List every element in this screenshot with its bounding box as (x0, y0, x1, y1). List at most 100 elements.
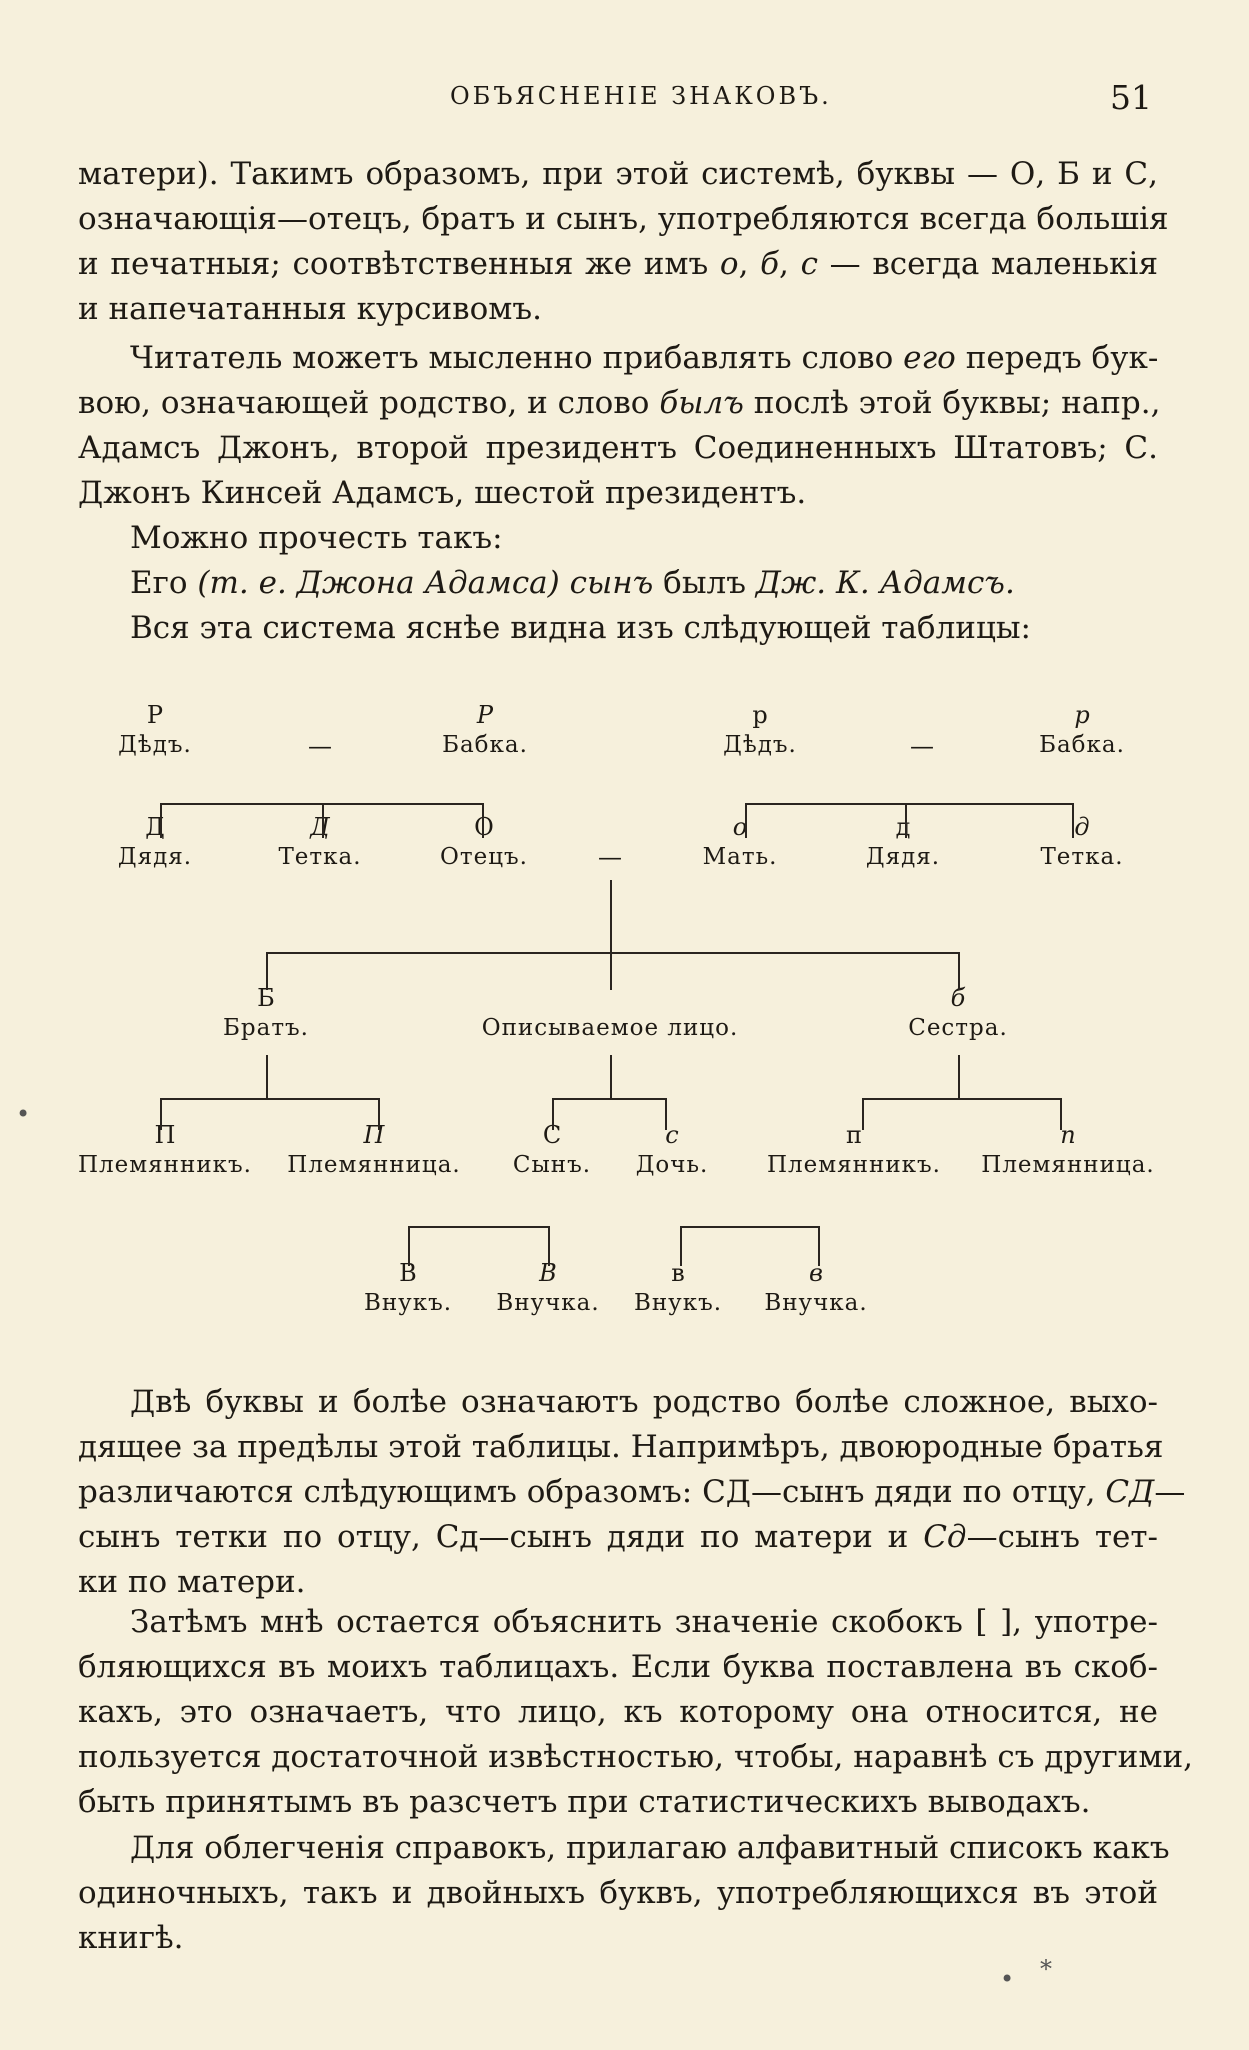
node-label: Внучка. (764, 1290, 868, 1316)
node-letter: п (1060, 1121, 1076, 1149)
node-letter: П (154, 1121, 176, 1149)
margin-dot-mark: • (16, 1100, 31, 1128)
tree-line (905, 803, 907, 838)
node-nephew-b: П Племянникъ. (78, 1120, 252, 1180)
node-letter: б (950, 984, 966, 1012)
text-line: быть принятымъ въ разсчетъ при статистич… (78, 1784, 1091, 1820)
italic-term: б (760, 246, 780, 282)
tree-line (548, 1226, 550, 1266)
tree-line (680, 1226, 682, 1266)
text-line: Читатель можетъ мысленно прибавлять слов… (78, 336, 1158, 381)
text-line: различаются слѣдующимъ образомъ: СД—сынъ… (78, 1470, 1185, 1515)
tree-line (862, 1098, 1060, 1100)
node-label: Описываемое лицо. (481, 1015, 739, 1041)
node-label: Сынъ. (512, 1152, 592, 1178)
marriage-dash: — (308, 732, 332, 760)
tree-line (266, 952, 268, 990)
text-line: сынъ тетки по отцу, Сд—сынъ дяди по мате… (78, 1515, 1158, 1560)
marriage-dash: — (910, 732, 934, 760)
italic-term: СД (1105, 1474, 1155, 1510)
node-label: Бабка. (1039, 732, 1125, 758)
tree-line (160, 1098, 162, 1130)
tree-line (322, 803, 324, 838)
tree-line (266, 952, 958, 954)
italic-term: (т. е. Джона Адамса) сынъ (187, 565, 664, 601)
node-label: Племянникъ. (78, 1152, 252, 1178)
tree-line (408, 1226, 548, 1228)
tree-line (408, 1226, 410, 1266)
node-label: Племянникъ. (767, 1152, 941, 1178)
text-run: Его (130, 565, 188, 601)
text-line: Джонъ Кинсей Адамсъ, шестой президентъ. (78, 475, 807, 511)
node-label: Дѣдъ. (723, 732, 797, 758)
text-line: одиночныхъ, такъ и двойныхъ буквъ, употр… (78, 1875, 1158, 1911)
node-letter: о (732, 813, 748, 841)
node-letter: С (542, 1121, 562, 1149)
running-header: ОБЪЯСНЕНІЕ ЗНАКОВЪ. 51 (0, 78, 1249, 118)
node-letter: Б (257, 984, 275, 1012)
text-run: Читатель можетъ мысленно прибавлять слов… (130, 340, 904, 376)
tree-line (610, 1055, 612, 1098)
tree-line (610, 880, 612, 952)
paragraph-table-intro: Вся эта система яснѣе видна изъ слѣдующе… (130, 610, 1031, 646)
text-line: вою, означающей родство, и слово былъ по… (78, 381, 1161, 426)
node-letter: Д (310, 813, 330, 841)
tree-line (552, 1098, 665, 1100)
text-line: бляющихся въ моихъ таблицахъ. Если буква… (78, 1649, 1158, 1685)
asterisk-mark: * (1040, 1955, 1052, 1983)
tree-line (862, 1098, 864, 1130)
node-label: Тетка. (278, 844, 362, 870)
paragraph-3: Двѣ буквы и болѣе означаютъ родство болѣ… (78, 1380, 1185, 1605)
italic-term: с (800, 246, 818, 282)
node-label: Племянница. (981, 1152, 1155, 1178)
node-letter: О (474, 813, 494, 841)
italic-term: его (903, 340, 956, 376)
tree-line (1072, 803, 1074, 838)
text-line: Для облегченія справокъ, прилагаю алфави… (130, 1830, 1170, 1866)
text-run: — (1154, 1474, 1186, 1510)
tree-line (378, 1098, 380, 1130)
node-letter: В (399, 1259, 417, 1287)
node-label: Дочь. (635, 1152, 709, 1178)
node-letter: с (665, 1121, 679, 1149)
text-line: Адамсъ Джонъ, второй президентъ Соединен… (78, 430, 1158, 466)
tree-line (482, 803, 484, 838)
node-letter: д (1074, 813, 1090, 841)
text-line: ки по матери. (78, 1564, 306, 1600)
italic-term: былъ (659, 385, 744, 421)
paragraph-4: Затѣмъ мнѣ остается объяснить значеніе с… (78, 1600, 1193, 1825)
tree-line (745, 803, 747, 838)
node-label: Бабка. (442, 732, 528, 758)
node-label: Дядя. (117, 844, 193, 870)
small-dot-mark: • (1000, 1965, 1015, 1993)
tree-line (665, 1098, 667, 1130)
running-title: ОБЪЯСНЕНІЕ ЗНАКОВЪ. (450, 82, 832, 110)
node-label: Братъ. (222, 1015, 310, 1041)
text-run: сынъ тетки по отцу, Сд—сынъ дяди по мате… (78, 1519, 924, 1555)
text-run: былъ (663, 565, 746, 601)
text-run: различаются слѣдующимъ образомъ: СД—сынъ… (78, 1474, 1106, 1510)
tree-line (1060, 1098, 1062, 1130)
node-label: Сестра. (908, 1015, 1008, 1041)
paragraph-1: матери). Такимъ образомъ, при этой систе… (78, 152, 1169, 332)
node-letter: в (671, 1259, 685, 1287)
text-line: Двѣ буквы и болѣе означаютъ родство болѣ… (130, 1384, 1158, 1420)
italic-term: Дж. К. Адамсъ. (745, 565, 1015, 601)
node-letter: В (539, 1259, 557, 1287)
tree-line (160, 803, 162, 838)
italic-term: Сд (923, 1519, 967, 1555)
node-label: Дѣдъ. (118, 732, 192, 758)
tree-line (266, 1055, 268, 1098)
text-run: и печатныя; соотвѣтственныя же имъ (78, 246, 720, 282)
text-run: послѣ этой буквы; напр., (743, 385, 1161, 421)
text-run: , (779, 246, 801, 282)
